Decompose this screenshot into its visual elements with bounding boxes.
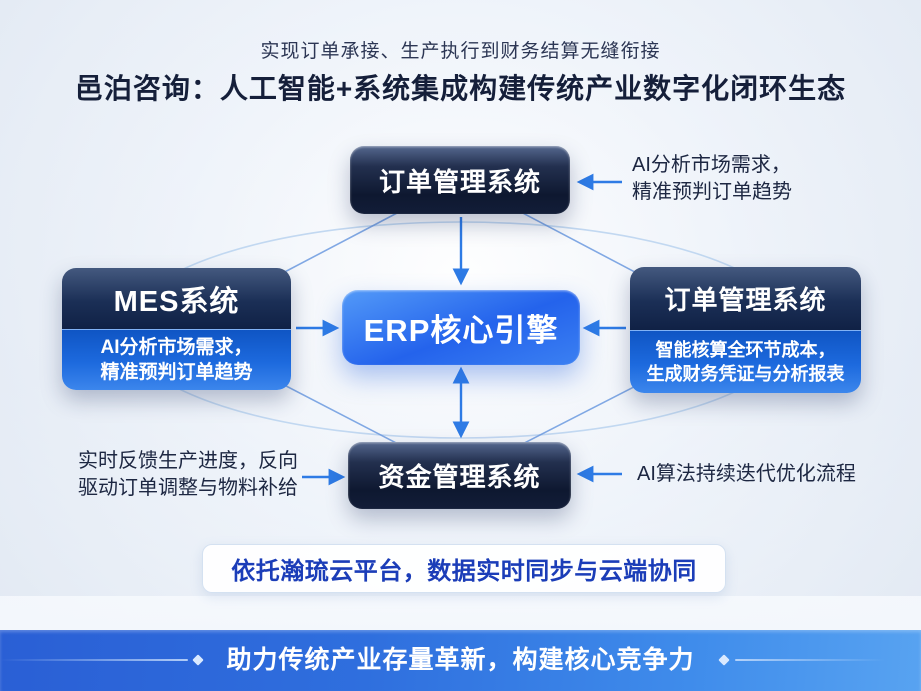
node-label: ERP核心引擎 — [363, 313, 559, 348]
annotation-text: AI算法持续迭代优化流程 — [637, 463, 856, 485]
annotation-line-2: 驱动订单调整与物料补给 — [78, 477, 298, 499]
node-erp-core-engine: ERP核心引擎 — [342, 290, 580, 365]
desc-line-2: 精准预判订单趋势 — [100, 362, 253, 383]
flow-arrows — [296, 173, 626, 486]
node-label: 订单管理系统 — [378, 166, 541, 197]
node-label: 资金管理系统 — [378, 462, 541, 492]
page-subtitle: 实现订单承接、生产执行到财务结算无缝衔接 — [260, 41, 661, 62]
node-order-management-right: 订单管理系统 智能核算全环节成本， 生成财务凭证与分析报表 — [630, 267, 861, 393]
desc-line-1: 智能核算全环节成本， — [655, 340, 836, 360]
node-label: MES系统 — [113, 285, 240, 318]
node-header: MES系统 — [62, 268, 291, 329]
desc-line-2: 生成财务凭证与分析报表 — [646, 364, 845, 384]
annotation-top-right: AI分析市场需求， 精准预判订单趋势 — [632, 152, 792, 206]
banner-text: 依托瀚琉云平台，数据实时同步与云端协同 — [231, 558, 697, 585]
node-description: AI分析市场需求， 精准预判订单趋势 — [62, 329, 291, 390]
node-header: 订单管理系统 — [630, 267, 861, 330]
cloud-platform-banner: 依托瀚琉云平台，数据实时同步与云端协同 — [202, 544, 726, 593]
footer-decorative-line-right — [735, 659, 885, 661]
annotation-bottom-right: AI算法持续迭代优化流程 — [637, 462, 856, 487]
node-mes-system: MES系统 AI分析市场需求， 精准预判订单趋势 — [62, 268, 291, 390]
annotation-line-2: 精准预判订单趋势 — [632, 181, 792, 203]
footer-slogan: 助力传统产业存量革新，构建核心竞争力 — [226, 646, 695, 674]
annotation-line-1: AI分析市场需求， — [632, 154, 791, 176]
annotation-bottom-left: 实时反馈生产进度，反向 驱动订单调整与物料补给 — [78, 448, 298, 502]
node-description: 智能核算全环节成本， 生成财务凭证与分析报表 — [630, 330, 861, 393]
node-order-management-top: 订单管理系统 — [350, 146, 570, 214]
footer-decorative-line-left — [0, 659, 188, 661]
node-label: 订单管理系统 — [664, 285, 827, 315]
annotation-line-1: 实时反馈生产进度，反向 — [78, 450, 298, 472]
page-title: 邑泊咨询：人工智能+系统集成构建传统产业数字化闭环生态 — [74, 73, 847, 104]
desc-line-1: AI分析市场需求， — [100, 337, 253, 358]
footer-banner: 助力传统产业存量革新，构建核心竞争力 — [0, 630, 921, 691]
node-fund-management: 资金管理系统 — [348, 442, 571, 509]
